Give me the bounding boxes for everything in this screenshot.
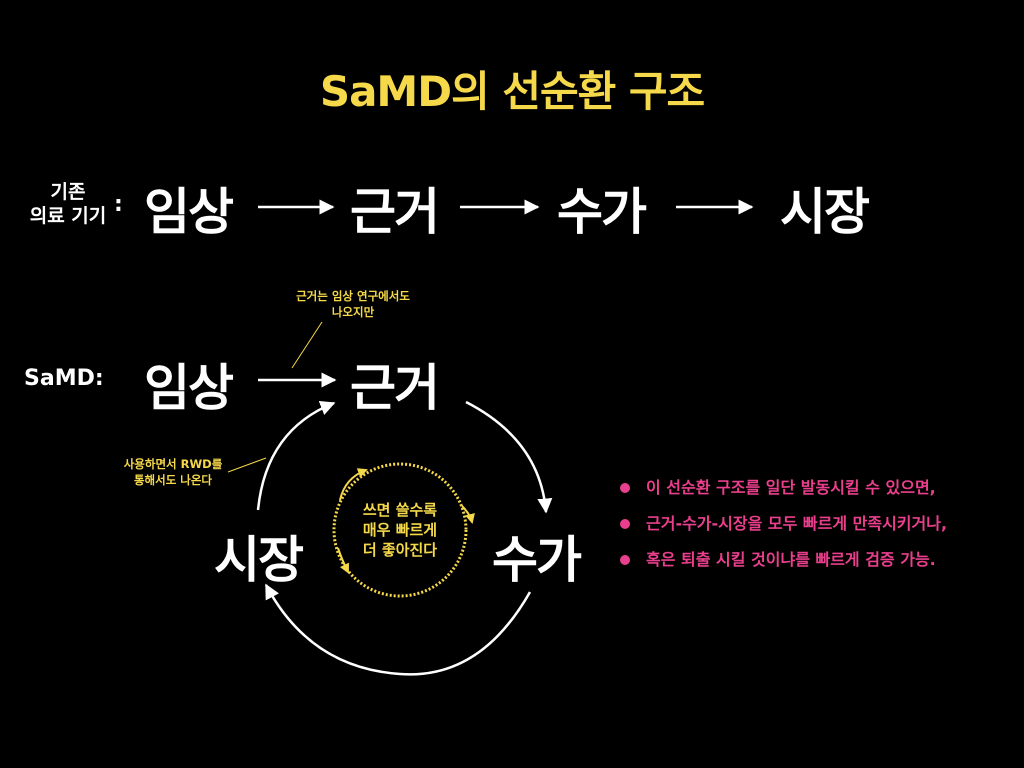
center-line3: 더 좋아진다 [362,541,438,559]
center-line2: 매우 빠르게 [362,521,438,539]
cycle-arc-reimbursement-market [264,583,532,676]
legacy-label-line2: 의료 기기 [29,205,107,227]
rwd-note-pointer [227,457,267,473]
samd-step-clinical: 임상 [144,359,234,417]
evidence-note-pointer [291,321,323,369]
bullet-text: 혹은 퇴출 시킬 것이냐를 빠르게 검증 가능. [646,550,936,569]
samd-label: SaMD: [24,366,104,391]
bullet-item: 이 선순환 구조를 일단 발동시킬 수 있으면, [620,470,947,506]
samd-step-evidence: 근거 [350,359,440,417]
bullet-text: 근거-수가-시장을 모두 빠르게 만족시키거나, [646,514,948,533]
legacy-step-evidence: 근거 [350,183,440,241]
bullet-item: 혹은 퇴출 시킬 것이냐를 빠르게 검증 가능. [620,542,947,578]
bullet-text: 이 선순환 구조를 일단 발동시킬 수 있으면, [646,478,936,497]
cycle-arc-market-evidence [256,401,336,511]
inner-arrow-right [461,505,475,524]
legacy-label-colon: : [114,192,123,217]
samd-step-market: 시장 [214,531,304,589]
cycle-center-text: 쓰면 쓸수록 매우 빠르게 더 좋아진다 [340,500,460,560]
inner-arrow-left [337,547,349,574]
legacy-label-line1: 기존 [50,181,86,203]
bullet-dot-icon [620,483,630,493]
legacy-step-market: 시장 [780,183,870,241]
cycle-arc-evidence-reimbursement [465,400,553,514]
legacy-step-reimbursement: 수가 [557,183,647,241]
inner-cycle-ring [332,462,468,598]
legacy-device-label: 기존 의료 기기 [22,180,114,228]
evidence-note-line2: 나오지만 [331,305,375,319]
bullet-list: 이 선순환 구조를 일단 발동시킬 수 있으면, 근거-수가-시장을 모두 빠르… [620,470,947,578]
inner-arrow-top [339,468,368,501]
bullet-item: 근거-수가-시장을 모두 빠르게 만족시키거나, [620,506,947,542]
samd-step-reimbursement: 수가 [492,531,582,589]
bullet-dot-icon [620,519,630,529]
bullet-dot-icon [620,555,630,565]
center-line1: 쓰면 쓸수록 [362,501,438,519]
rwd-note: 사용하면서 RWD를 통해서도 나온다 [108,456,238,488]
page-title: SaMD의 선순환 구조 [319,67,705,116]
rwd-note-line2: 통해서도 나온다 [133,473,213,487]
evidence-note-line1: 근거는 임상 연구에서도 [296,289,410,303]
legacy-step-clinical: 임상 [144,183,234,241]
evidence-note: 근거는 임상 연구에서도 나오지만 [268,288,438,320]
rwd-note-line1: 사용하면서 RWD를 [123,457,223,471]
